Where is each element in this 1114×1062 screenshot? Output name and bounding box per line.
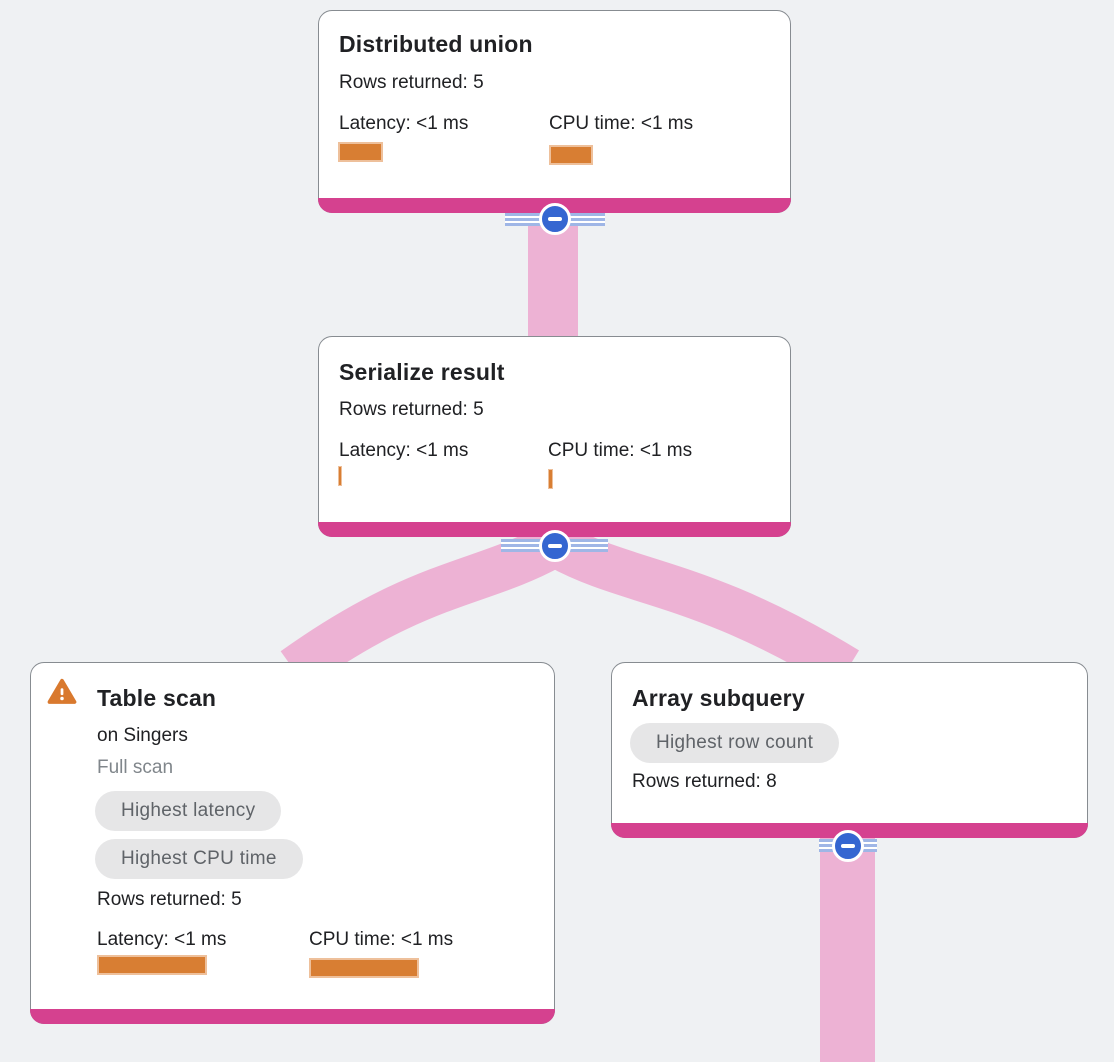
- rows-returned: Rows returned: 5: [339, 72, 484, 93]
- minus-icon: [548, 217, 562, 221]
- badge-highest-latency: Highest latency: [95, 791, 282, 831]
- rows-returned: Rows returned: 8: [632, 771, 777, 792]
- rows-returned: Rows returned: 5: [339, 399, 484, 420]
- edge-array-subquery-child: [820, 832, 875, 1062]
- minus-icon: [841, 844, 855, 848]
- badge-highest-row-count: Highest row count: [630, 723, 840, 763]
- node-subtitle: on Singers: [97, 725, 188, 746]
- cpu-time-label: CPU time: <1 ms: [309, 929, 454, 950]
- collapse-button-distributed-union[interactable]: [539, 203, 571, 235]
- plan-node-distributed-union[interactable]: Distributed union Rows returned: 5 Laten…: [318, 10, 791, 213]
- collapse-button-array-subquery[interactable]: [832, 830, 864, 862]
- cpu-time-label: CPU time: <1 ms: [549, 113, 694, 134]
- node-title: Table scan: [97, 685, 217, 711]
- latency-label: Latency: <1 ms: [97, 929, 227, 950]
- latency-bar: [97, 955, 207, 975]
- node-title: Serialize result: [339, 359, 505, 385]
- edge-serialize-to-table-scan: [280, 525, 563, 689]
- cpu-time-bar: [549, 145, 593, 165]
- node-title: Distributed union: [339, 31, 533, 57]
- rows-returned: Rows returned: 5: [97, 889, 242, 910]
- minus-icon: [548, 544, 562, 548]
- collapse-button-serialize-result[interactable]: [539, 530, 571, 562]
- node-title: Array subquery: [632, 685, 805, 711]
- latency-bar: [338, 142, 383, 162]
- warning-icon: [47, 678, 77, 704]
- cpu-time-bar: [309, 958, 419, 978]
- plan-node-table-scan[interactable]: Table scan on Singers Full scan Highest …: [30, 662, 555, 1024]
- latency-label: Latency: <1 ms: [339, 440, 469, 461]
- cpu-time-bar: [548, 469, 553, 489]
- scan-type-label: Full scan: [97, 757, 174, 778]
- badge-highest-cpu-time: Highest CPU time: [95, 839, 303, 879]
- plan-node-array-subquery[interactable]: Array subquery Highest row count Rows re…: [611, 662, 1088, 838]
- node-footer-bar: [30, 1009, 555, 1024]
- edge-serialize-to-array-subquery: [547, 525, 860, 690]
- latency-label: Latency: <1 ms: [339, 113, 469, 134]
- latency-bar: [338, 466, 342, 486]
- cpu-time-label: CPU time: <1 ms: [548, 440, 693, 461]
- node-footer-bar: [318, 522, 791, 537]
- plan-node-serialize-result[interactable]: Serialize result Rows returned: 5 Latenc…: [318, 336, 791, 537]
